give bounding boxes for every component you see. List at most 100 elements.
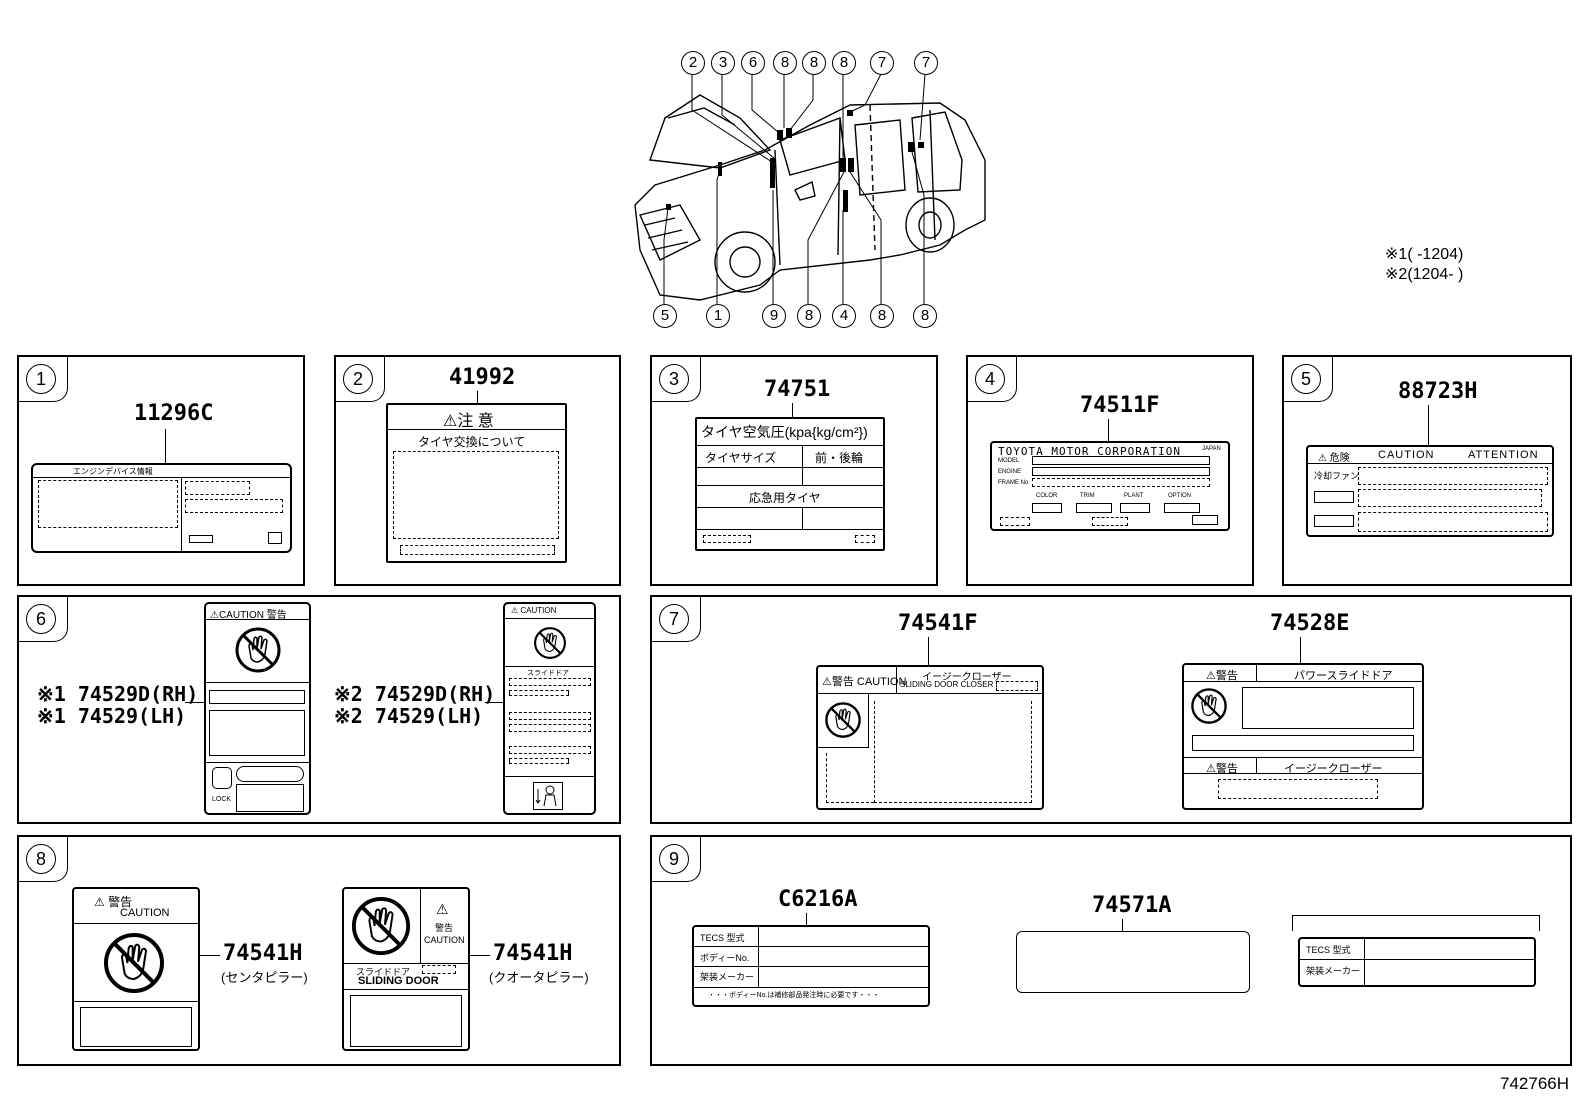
label-vehicle-id: TOYOTA MOTOR CORPORATION JAPAN MODEL ENG… bbox=[990, 441, 1230, 531]
row-tecs: TECS 型式 bbox=[700, 933, 745, 943]
panel-number: 1 bbox=[26, 364, 56, 394]
panel-number: 8 bbox=[26, 844, 56, 874]
field bbox=[509, 678, 591, 686]
label-header: エンジンデバイス情報 bbox=[73, 467, 153, 476]
callout-9: 9 bbox=[762, 304, 786, 328]
field bbox=[509, 758, 569, 764]
field bbox=[1076, 503, 1112, 513]
label-tire-pressure: タイヤ空気圧(kpa{kg/cm²}) タイヤサイズ 前・後輪 応急用タイヤ bbox=[695, 417, 885, 551]
label-tecs: TECS 型式 ボディーNo. 架装メーカー ・・・ボディーNo.は補修部品発注… bbox=[692, 925, 930, 1007]
callout-7b: 7 bbox=[914, 51, 938, 75]
part-number-1: 74541F bbox=[898, 611, 978, 636]
field bbox=[1092, 517, 1128, 526]
divider bbox=[697, 445, 883, 446]
field bbox=[400, 545, 555, 555]
part-number: 74751 bbox=[764, 377, 831, 402]
callout-7a: 7 bbox=[870, 51, 894, 75]
field bbox=[209, 690, 305, 704]
legend-note-2: ※2(1204- ) bbox=[1385, 266, 1464, 283]
maker-name: TOYOTA MOTOR CORPORATION bbox=[998, 445, 1181, 458]
field bbox=[509, 724, 591, 732]
field bbox=[236, 784, 304, 812]
field bbox=[874, 701, 1032, 803]
label-caution-door-large: ⚠CAUTION 警告 LOCK bbox=[204, 602, 311, 815]
divider bbox=[802, 507, 803, 529]
part-number: 41992 bbox=[449, 365, 516, 390]
divider bbox=[344, 963, 468, 964]
sliding-closer-label: SLIDING DOOR CLOSER bbox=[900, 680, 994, 689]
divider bbox=[505, 776, 594, 777]
field bbox=[1358, 467, 1548, 485]
panel-corner bbox=[652, 837, 701, 882]
label-caution-tire: ⚠注 意 タイヤ交換について bbox=[386, 403, 567, 563]
row-body-no: ボディーNo. bbox=[700, 953, 750, 963]
leader-line bbox=[165, 429, 166, 463]
no-hand-icon bbox=[350, 895, 412, 957]
field bbox=[1032, 503, 1062, 513]
power-slide-label: パワースライドドア bbox=[1294, 670, 1393, 682]
label-title: タイヤ空気圧(kpa{kg/cm²}) bbox=[701, 424, 868, 440]
leader-line bbox=[200, 955, 220, 956]
panel-number: 3 bbox=[659, 364, 689, 394]
col-front-rear: 前・後輪 bbox=[815, 451, 864, 465]
panel-3: 3 74751 タイヤ空気圧(kpa{kg/cm²}) タイヤサイズ 前・後輪 … bbox=[650, 355, 938, 586]
panel-5: 5 88723H ⚠ 危険 CAUTION ATTENTION 冷却ファン bbox=[1282, 355, 1572, 586]
divider bbox=[1184, 681, 1422, 682]
divider bbox=[1300, 959, 1534, 960]
row-tecs: TECS 型式 bbox=[1306, 945, 1351, 955]
label-easy-closer: ⚠警告 CAUTION イージークローザー SLIDING DOOR CLOSE… bbox=[816, 665, 1044, 810]
field bbox=[1358, 512, 1548, 532]
leader-line bbox=[1428, 405, 1429, 445]
divider bbox=[694, 987, 928, 988]
no-hand-icon bbox=[824, 701, 862, 739]
part-number-2: 74528E bbox=[1270, 611, 1350, 636]
leader-line bbox=[806, 913, 807, 925]
label-caution-door-small: ⚠ CAUTION スライドドア bbox=[503, 602, 596, 815]
fan-label: 冷却ファン bbox=[1314, 471, 1360, 481]
label-center-pillar: ⚠ 警告 CAUTION bbox=[72, 887, 200, 1051]
label-engine-info: エンジンデバイス情報 bbox=[31, 463, 292, 553]
divider bbox=[33, 477, 290, 478]
divider bbox=[206, 619, 309, 620]
field bbox=[826, 753, 874, 803]
divider bbox=[697, 507, 883, 508]
slide-door-jp: スライドドア bbox=[356, 967, 411, 977]
field bbox=[1000, 517, 1030, 526]
panel-9: 9 C6216A TECS 型式 ボディーNo. 架装メーカー ・・・ボディーN… bbox=[650, 835, 1572, 1066]
label-fan-caution: ⚠ 危険 CAUTION ATTENTION 冷却ファン bbox=[1306, 445, 1554, 537]
divider bbox=[74, 923, 198, 924]
part-right-lh: ※2 74529(LH) bbox=[334, 704, 484, 728]
divider bbox=[206, 682, 309, 683]
no-hand-icon bbox=[1190, 687, 1228, 725]
leader-line bbox=[477, 391, 478, 403]
no-hand-icon bbox=[102, 931, 166, 995]
panel-number: 9 bbox=[659, 844, 689, 874]
divider bbox=[388, 429, 565, 430]
field bbox=[509, 746, 591, 754]
callout-8a: 8 bbox=[773, 51, 797, 75]
divider bbox=[1256, 665, 1257, 681]
divider bbox=[896, 667, 897, 693]
callout-8f: 8 bbox=[913, 304, 937, 328]
field bbox=[509, 690, 569, 696]
part-sub-2: (クオータピラー) bbox=[489, 970, 589, 985]
slide-door-label: スライドドア bbox=[527, 670, 569, 677]
callout-8e: 8 bbox=[870, 304, 894, 328]
label-title: ⚠注 意 bbox=[443, 413, 494, 430]
diagram-code: 742766H bbox=[1500, 1074, 1570, 1093]
field bbox=[703, 535, 751, 543]
col-tire-size: タイヤサイズ bbox=[705, 451, 777, 465]
field bbox=[1032, 467, 1210, 476]
plant-label: PLANT bbox=[1124, 493, 1144, 499]
field bbox=[268, 532, 282, 544]
divider bbox=[697, 485, 883, 486]
divider bbox=[1256, 757, 1257, 773]
panel-1: 1 11296C エンジンデバイス情報 bbox=[17, 355, 305, 586]
divider bbox=[818, 747, 869, 748]
legend-note-1: ※1( -1204) bbox=[1385, 246, 1464, 263]
divider bbox=[818, 693, 1042, 694]
field bbox=[855, 535, 875, 543]
callout-3: 3 bbox=[711, 51, 735, 75]
caution-label-en: CAUTION bbox=[120, 907, 170, 919]
part-number-2: 74571A bbox=[1092, 893, 1172, 918]
